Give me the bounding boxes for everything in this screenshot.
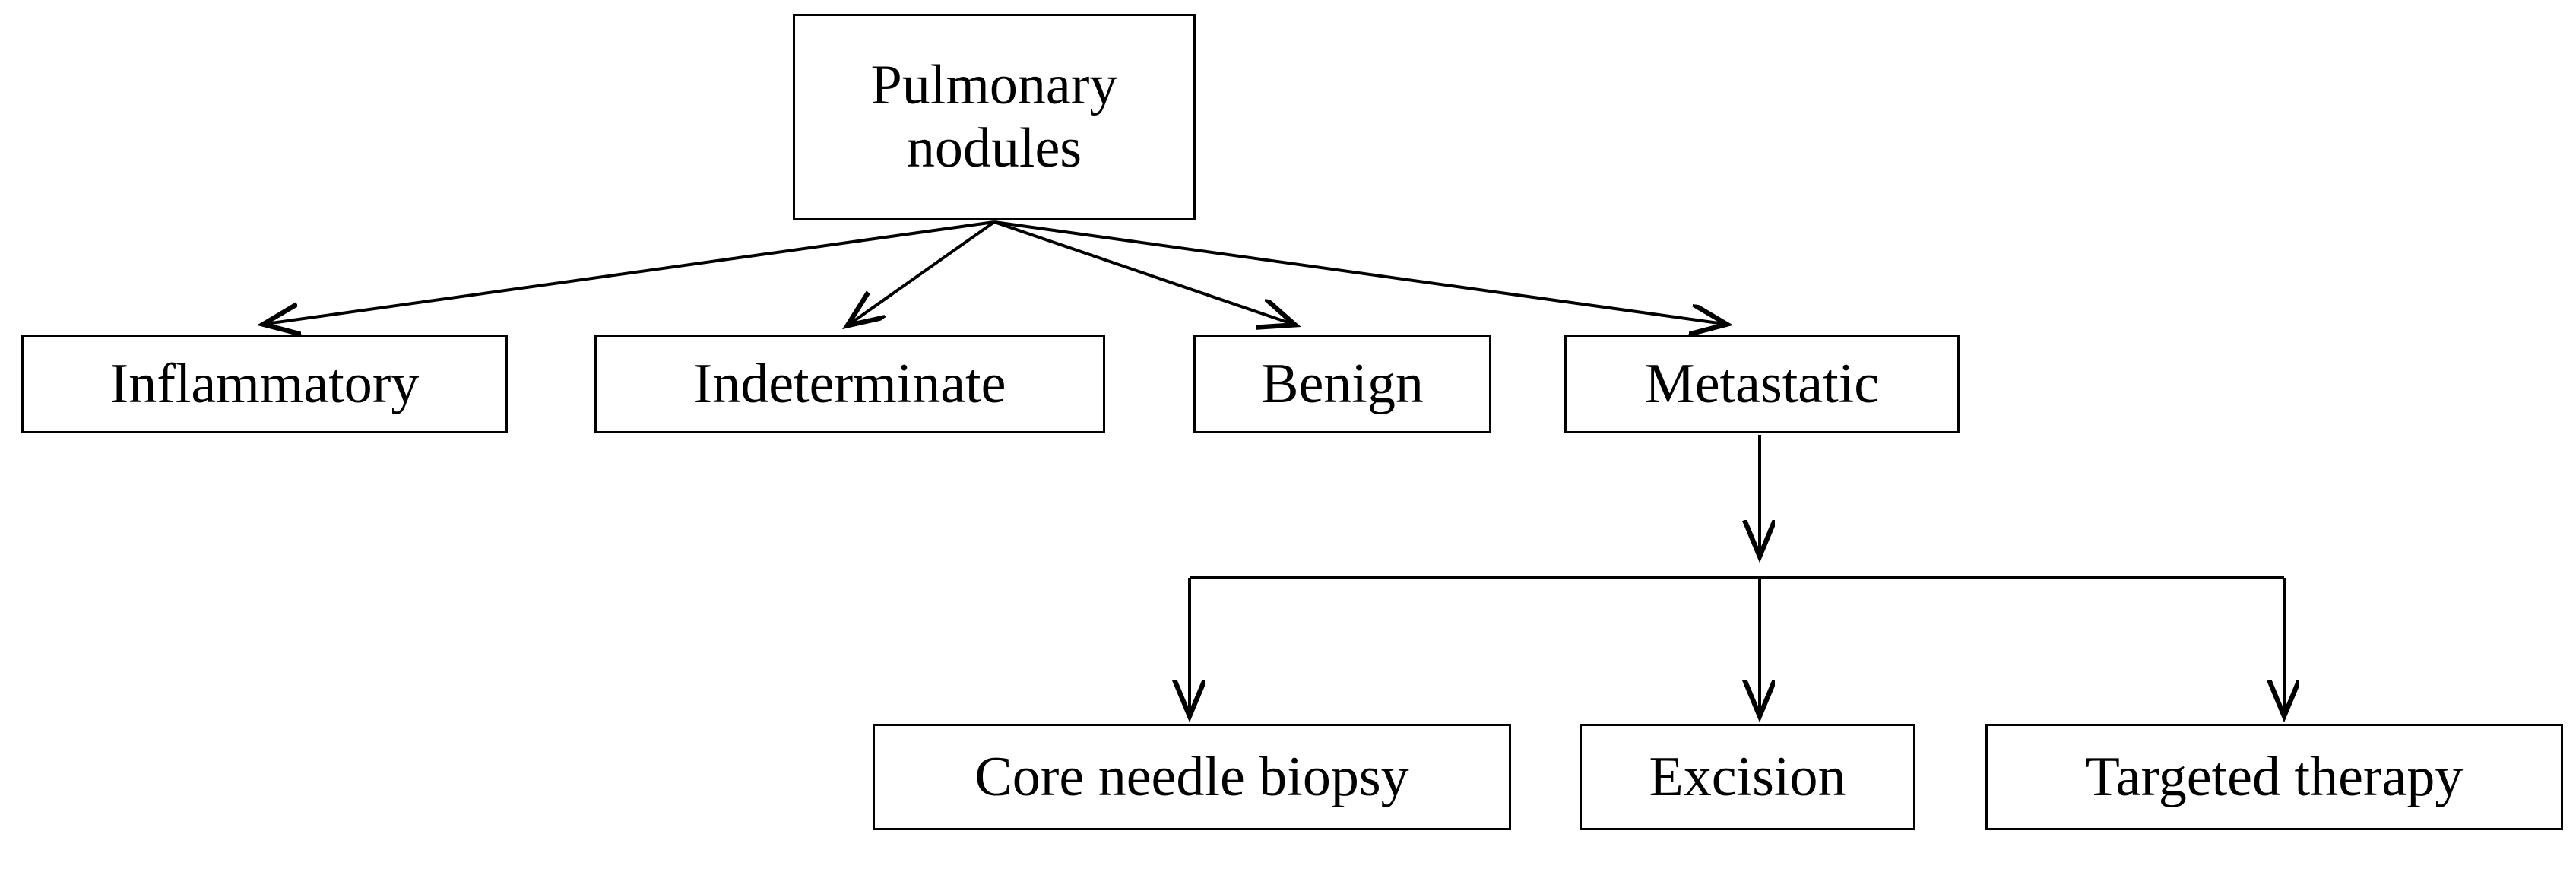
node-core-needle-biopsy[interactable]: Core needle biopsy: [873, 724, 1511, 830]
edge-root-to-indeterminate: [850, 220, 996, 324]
edge-root-to-benign: [993, 220, 1292, 324]
node-benign[interactable]: Benign: [1193, 335, 1491, 433]
edge-root-to-metastatic: [993, 220, 1724, 324]
node-pulmonary-nodules[interactable]: Pulmonary nodules: [793, 14, 1196, 220]
edge-root-to-inflammatory: [266, 220, 995, 324]
node-inflammatory[interactable]: Inflammatory: [21, 335, 508, 433]
node-excision[interactable]: Excision: [1580, 724, 1915, 830]
node-targeted-therapy[interactable]: Targeted therapy: [1985, 724, 2563, 830]
node-metastatic[interactable]: Metastatic: [1564, 335, 1960, 433]
node-indeterminate[interactable]: Indeterminate: [594, 335, 1105, 433]
